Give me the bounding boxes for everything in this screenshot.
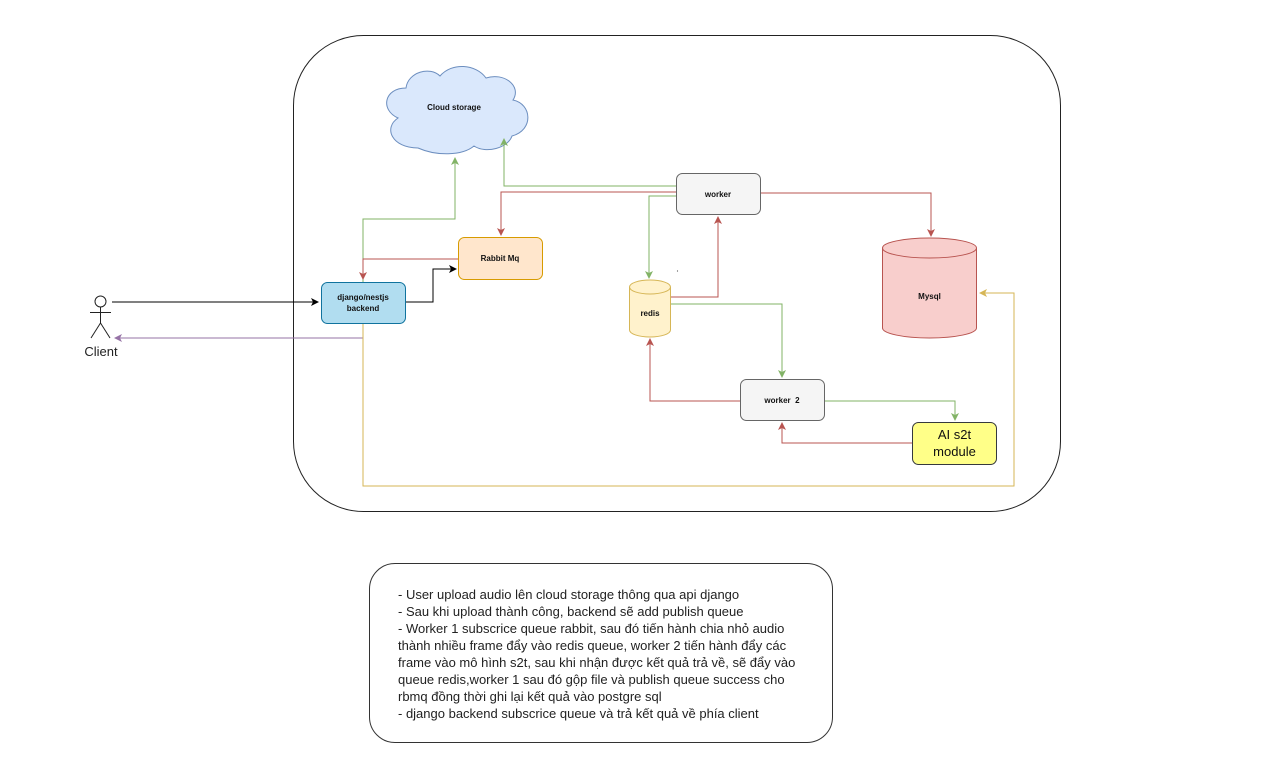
note-line: - Worker 1 subscrice queue rabbit, sau đ… bbox=[398, 621, 785, 636]
worker2-label: worker 2 bbox=[763, 396, 800, 405]
mysql-node[interactable]: Mysql bbox=[882, 237, 977, 339]
edge-backend-to-cloud bbox=[362, 157, 459, 282]
edge-worker-to-mysql bbox=[761, 192, 935, 237]
notes-box: - User upload audio lên cloud storage th… bbox=[369, 563, 833, 743]
edge-backend-to-mysql bbox=[362, 289, 1015, 487]
notes-list: - User upload audio lên cloud storage th… bbox=[370, 564, 832, 722]
rabbitmq-node[interactable]: Rabbit Mq bbox=[458, 237, 543, 280]
edge-rabbitmq-to-backend bbox=[359, 258, 458, 280]
cloud-icon bbox=[386, 66, 529, 155]
backend-label-line2: backend bbox=[347, 304, 380, 313]
ai-module-label-line1: AI s2t bbox=[938, 427, 972, 442]
ai-s2t-module-node[interactable]: AI s2t module bbox=[912, 422, 997, 465]
worker2-node[interactable]: worker 2 bbox=[740, 379, 825, 421]
edge-worker-to-redis bbox=[645, 195, 676, 279]
cloud-storage-node[interactable]: Cloud storage bbox=[386, 66, 529, 155]
note-line: - User upload audio lên cloud storage th… bbox=[398, 587, 740, 602]
client-actor-icon bbox=[94, 295, 107, 308]
cloud-storage-label: Cloud storage bbox=[427, 103, 481, 112]
edge-backend-to-rabbitmq bbox=[406, 265, 457, 303]
note-line: thành nhiều frame đẩy vào redis queue, w… bbox=[398, 638, 787, 653]
note-line: rbmq đồng thời ghi lại kết quả vào postg… bbox=[398, 689, 662, 704]
client-actor[interactable] bbox=[90, 295, 111, 339]
worker-node[interactable]: worker bbox=[676, 173, 761, 215]
edge-backend-to-client bbox=[114, 324, 364, 342]
edge-redis-to-worker bbox=[671, 216, 722, 298]
ai-module-label-line2: module bbox=[933, 444, 976, 459]
redis-label: redis bbox=[640, 309, 660, 318]
note-line: - django backend subscrice queue và trả … bbox=[398, 706, 759, 721]
edge-worker2-to-redis bbox=[646, 338, 740, 402]
rabbitmq-label: Rabbit Mq bbox=[481, 254, 520, 263]
backend-node[interactable]: django/nestjs backend bbox=[321, 282, 406, 324]
edge-worker2-to-ai bbox=[825, 400, 959, 421]
note-line: frame vào mô hình s2t, sau khi nhận được… bbox=[398, 655, 796, 670]
redis-node[interactable]: redis bbox=[629, 279, 671, 338]
note-line: - Sau khi upload thành công, backend sẽ … bbox=[398, 604, 744, 619]
edge-redis-to-worker2 bbox=[671, 303, 786, 378]
note-line: queue redis,worker 1 sau đó gộp file và … bbox=[398, 672, 785, 687]
worker-label: worker bbox=[704, 190, 731, 199]
mysql-label: Mysql bbox=[918, 292, 941, 301]
system-boundary bbox=[293, 35, 1061, 512]
edge-worker-to-rabbitmq bbox=[497, 191, 676, 236]
stray-dot bbox=[676, 270, 679, 272]
backend-label-line1: django/nestjs bbox=[337, 293, 389, 302]
edge-worker-to-cloud bbox=[500, 138, 676, 187]
client-label: Client bbox=[84, 344, 118, 359]
edge-ai-to-worker2 bbox=[778, 422, 912, 444]
